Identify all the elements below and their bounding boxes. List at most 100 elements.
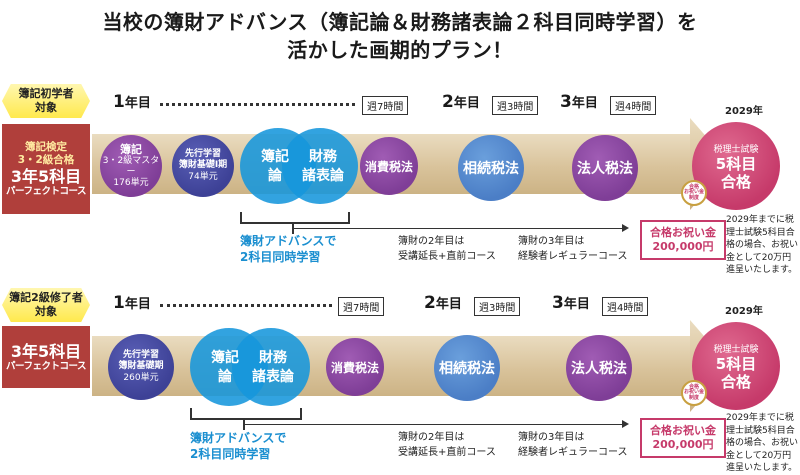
gift-amount: 200,000円 [652, 438, 714, 451]
seal-line1: 合格 [688, 383, 699, 390]
year-number: 3 [560, 92, 572, 112]
year-number: 3 [552, 293, 564, 313]
consumption-tax-circle: 消費税法 [326, 338, 384, 396]
year-2-note: 簿財の2年目は 受講延長+直前コース [398, 235, 496, 264]
year-1-label: 1年目 [113, 293, 151, 313]
advance-line2: 2科目同時学習 [240, 250, 321, 265]
target-label: 簿記2級修了者 [9, 291, 83, 305]
year-3-label: 3年目 [552, 293, 590, 313]
target-sub: 対象 [35, 305, 57, 318]
course-subtitle: パーフェクトコース [6, 186, 86, 198]
advance-line1: 簿財アドバンスで [240, 234, 337, 248]
note-line1: 簿財の3年目は [518, 432, 585, 443]
circle-title: 法人税法 [571, 361, 627, 377]
zaimu-label: 財務 諸表論 [242, 349, 304, 387]
circle-title: 相続税法 [463, 161, 519, 177]
circle-units: 176単元 [113, 178, 149, 189]
year-number: 1 [113, 92, 125, 112]
note-line1: 簿財の2年目は [398, 236, 465, 247]
year-suffix: 年目 [124, 297, 151, 312]
circle-title: 法人税法 [577, 161, 633, 177]
boki-line2: 論 [218, 368, 232, 385]
course-box: 簿記検定 3・2級合格 3年5科目 パーフェクトコース [2, 124, 90, 214]
zaimu-line1: 財務 [259, 350, 287, 366]
progress-line [245, 424, 624, 425]
reward-seal-icon: 合格 お祝い金 制度 [681, 180, 707, 206]
corporate-tax-circle: 法人税法 [572, 135, 638, 201]
goal-year: 2029年 [725, 106, 763, 117]
note-line1: 簿財の3年目は [518, 236, 585, 247]
note-line2: 受講延長+直前コース [398, 250, 496, 262]
zaimu-circle [232, 328, 310, 406]
progress-line [294, 228, 624, 229]
gift-box: 合格お祝い金 200,000円 [640, 220, 726, 260]
page-title-line1: 当校の簿財アドバンス（簿記論＆財務諸表論２科目同時学習）を [102, 10, 698, 34]
year-3-hours: 週4時間 [610, 96, 657, 115]
advance-line1: 簿財アドバンスで [190, 431, 287, 445]
course-prereq: 簿記検定 [25, 140, 67, 153]
circle-title: 先行学習 [184, 149, 221, 160]
advance-bracket [190, 408, 302, 420]
seal-line1: 合格 [688, 183, 699, 190]
reward-note: 2029年までに税理士試験5科目合格の場合、お祝い金として20万円進呈いたします… [726, 215, 799, 276]
year-2-note: 簿財の2年目は 受講延長+直前コース [398, 431, 496, 460]
gift-amount: 200,000円 [652, 240, 714, 253]
year-number: 1 [113, 293, 125, 313]
target-label: 簿記初学者 [18, 87, 74, 101]
course-prereq-2: 3・2級合格 [17, 153, 75, 166]
circle-subtitle: 3・2級マスター [102, 155, 160, 177]
year-1-hours: 週7時間 [362, 96, 409, 115]
note-line1: 簿財の2年目は [398, 432, 465, 443]
boki-line1: 簿記 [211, 350, 239, 366]
year-number: 2 [424, 293, 436, 313]
year-2-label: 2年目 [442, 92, 480, 112]
year-2-label: 2年目 [424, 293, 462, 313]
boki-ron-label: 簿記 論 [250, 148, 300, 186]
boki-master-circle: 簿記 3・2級マスター 176単元 [100, 135, 162, 197]
gift-label: 合格お祝い金 [650, 226, 716, 240]
advance-label: 簿財アドバンスで 2科目同時学習 [190, 430, 286, 462]
year-3-hours: 週4時間 [602, 297, 649, 316]
target-badge: 簿記初学者 対象 [2, 84, 90, 118]
page-title-line2: 活かした画期的プラン！ [287, 38, 513, 62]
year-1-label: 1年目 [113, 92, 151, 112]
note-line2: 経験者レギュラーコース [518, 446, 628, 458]
corporate-tax-circle: 法人税法 [566, 335, 632, 401]
year-suffix: 年目 [435, 297, 462, 312]
year-3-note: 簿財の3年目は 経験者レギュラーコース [518, 431, 628, 460]
zaimu-line1: 財務 [309, 149, 337, 165]
advance-bracket-stem [292, 222, 294, 234]
boki-ron-label: 簿記 論 [200, 349, 250, 387]
advance-bracket-stem [243, 418, 245, 430]
gift-box: 合格お祝い金 200,000円 [640, 418, 726, 458]
advance-line2: 2科目同時学習 [190, 447, 271, 462]
year-suffix: 年目 [124, 96, 151, 111]
course-subtitle: パーフェクトコース [6, 360, 86, 372]
consumption-tax-circle: 消費税法 [360, 137, 418, 195]
zaimu-circle [282, 128, 358, 204]
reward-seal-icon: 合格 お祝い金 制度 [681, 380, 707, 406]
year-1-dotted-line [160, 103, 355, 106]
year-suffix: 年目 [453, 96, 480, 111]
zaimu-label: 財務 諸表論 [292, 148, 354, 186]
circle-title: 相続税法 [439, 361, 495, 377]
circle-title: 先行学習 [122, 350, 159, 361]
goal-subjects: 5科目 [715, 154, 757, 173]
circle-subtitle: 簿財基礎Ⅰ期 [178, 160, 228, 171]
year-1-hours: 週7時間 [338, 297, 385, 316]
goal-exam: 税理士試験 [713, 144, 759, 155]
year-suffix: 年目 [571, 96, 598, 111]
note-line2: 受講延長+直前コース [398, 446, 496, 458]
year-2-hours: 週3時間 [474, 297, 521, 316]
circle-title: 消費税法 [364, 159, 413, 174]
goal-year: 2029年 [725, 306, 763, 317]
boki-line1: 簿記 [261, 149, 289, 165]
zaimu-line2: 諸表論 [252, 368, 294, 385]
zaimu-line2: 諸表論 [302, 167, 344, 184]
progress-arrow-icon [622, 420, 629, 428]
boki-line2: 論 [268, 167, 282, 184]
inheritance-tax-circle: 相続税法 [458, 135, 524, 201]
gift-label: 合格お祝い金 [650, 424, 716, 438]
circle-units: 74単元 [188, 171, 218, 182]
year-3-note: 簿財の3年目は 経験者レギュラーコース [518, 235, 628, 264]
